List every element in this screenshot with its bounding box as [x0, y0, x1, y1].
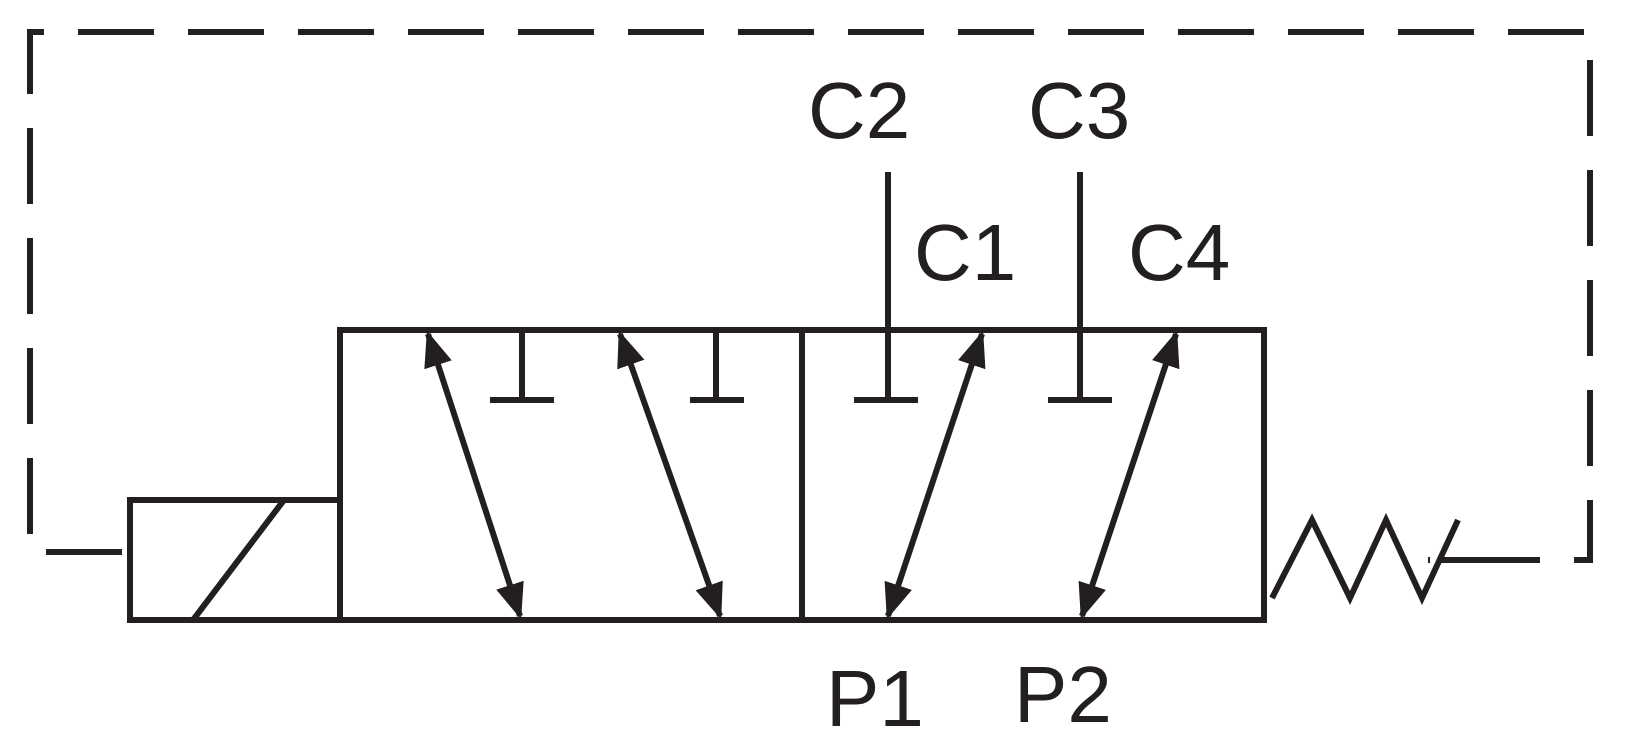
port-label-c2: C2 [808, 66, 910, 155]
return-spring [1269, 512, 1461, 606]
port-label-c3: C3 [1028, 66, 1130, 155]
port-label-c4: C4 [1128, 208, 1230, 297]
port-label-p1: P1 [826, 654, 924, 743]
port-label-c1: C1 [914, 208, 1016, 297]
blocked-port-left-1 [490, 330, 554, 403]
blocked-port-c3 [1048, 172, 1112, 403]
flow-arrow-left-2 [617, 330, 723, 620]
valve-box-left [337, 327, 805, 623]
blocked-port-left-2 [690, 330, 744, 403]
solenoid-diagonal [190, 498, 287, 622]
blocked-port-c2 [854, 172, 918, 403]
valve-box-right [799, 327, 1267, 623]
flow-arrow-right-2 [1078, 330, 1180, 620]
flow-arrow-right-1 [884, 330, 986, 620]
port-label-p2: P2 [1014, 650, 1112, 739]
dashed-envelope-line [27, 29, 1593, 563]
flow-arrow-left-1 [424, 330, 524, 620]
